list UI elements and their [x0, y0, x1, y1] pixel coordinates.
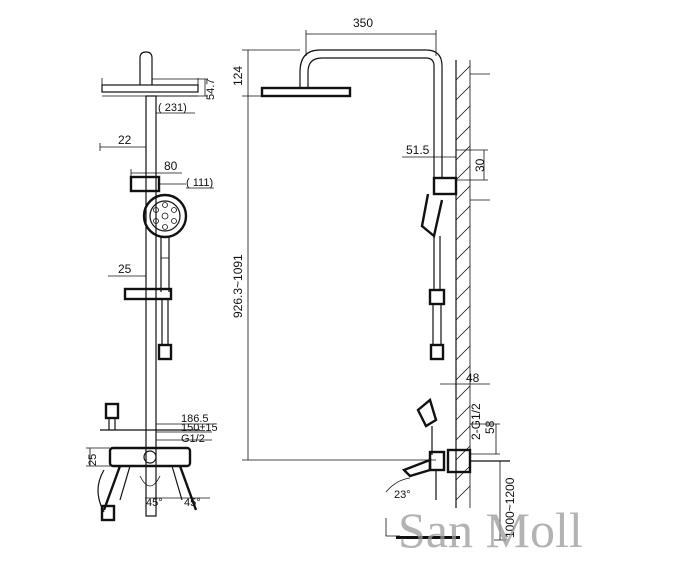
watermark: San Moll	[398, 502, 583, 558]
dim-inlet-thread: G1/2	[181, 433, 205, 445]
dim-connection-thread: 2-G1/2	[469, 403, 483, 440]
dim-total-height: 926.3~1091	[231, 254, 245, 318]
dim-mixer-width: 186.5	[181, 413, 209, 425]
dim-holder-width: 80	[164, 159, 178, 173]
dim-center-distance: 150±15	[181, 422, 218, 434]
dim-wall-offset: 51.5	[406, 143, 430, 157]
wall-hatch	[455, 65, 471, 501]
dim-arm-length: 350	[353, 16, 373, 30]
dim-head-height-right: 124	[231, 66, 245, 86]
dim-mount-height: 1000~1200	[503, 477, 517, 538]
dim-head-diameter: ( 231)	[158, 102, 187, 114]
spray-nozzles	[153, 202, 177, 230]
dim-slider-offset: 25	[118, 262, 132, 276]
dim-handle-angle-right: 45°	[184, 497, 201, 509]
dim-rail-wall-gap: 48	[466, 371, 480, 385]
dim-lever-angle: 23°	[394, 489, 411, 501]
dim-rail-offset: 22	[118, 133, 132, 147]
side-view: 350 124 926.3~1091 51.5 30	[231, 16, 517, 541]
front-view: 54.7 ( 231) 22 80 ( 111)	[86, 51, 218, 522]
dim-top-bracket: 30	[473, 158, 487, 172]
dim-inlet-height: 25	[87, 454, 99, 466]
dim-hand-shower-diameter: ( 111)	[186, 177, 213, 189]
dim-head-height-left: 54.7	[205, 79, 217, 100]
dim-handle-angle-left: 45°	[146, 497, 163, 509]
dim-connection-offset: 58	[483, 420, 497, 434]
